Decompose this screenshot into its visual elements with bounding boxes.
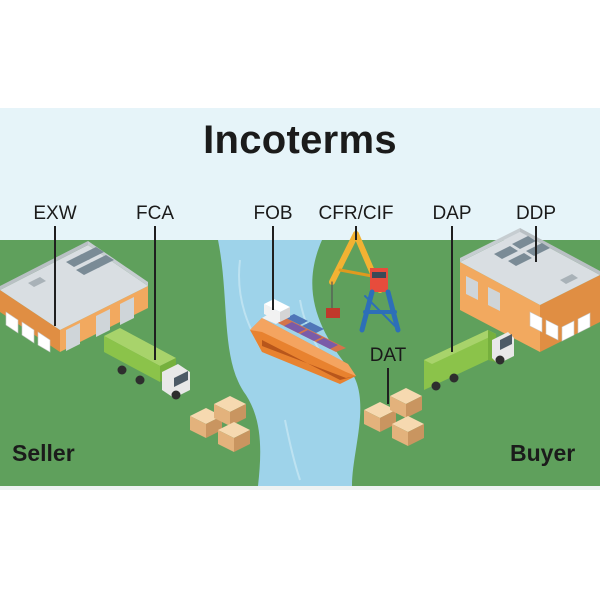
term-dat-label: DAT — [369, 345, 407, 366]
seller-label: Seller — [12, 440, 75, 466]
term-cfr-cif-label: CFR/CIF — [318, 203, 394, 224]
cargo-ship-icon — [250, 299, 356, 384]
crane-icon — [326, 231, 401, 333]
term-dap-label: DAP — [432, 203, 472, 224]
term-ddp-label: DDP — [515, 203, 557, 224]
term-fob-label: FOB — [253, 203, 293, 224]
buyer-label: Buyer — [510, 440, 576, 466]
page-title: Incoterms — [203, 118, 397, 162]
seller-truck-icon — [104, 328, 190, 400]
buyer-truck-icon — [424, 330, 514, 391]
buyer-boxes-icon — [364, 388, 424, 446]
pointer-lines — [54, 226, 537, 404]
buyer-warehouse-icon — [460, 228, 600, 352]
sky-band — [0, 108, 600, 240]
term-exw-label: EXW — [33, 203, 77, 224]
seller-warehouse-icon — [0, 241, 148, 353]
seller-boxes-icon — [190, 396, 250, 452]
term-fca-label: FCA — [136, 203, 174, 224]
